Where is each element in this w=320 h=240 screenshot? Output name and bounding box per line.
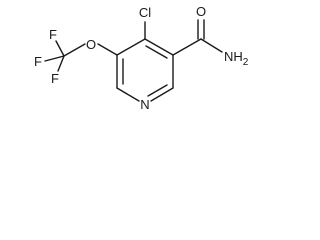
bond-c2-n (150, 87, 174, 102)
atom-n-ring-label: N (140, 97, 149, 112)
bond-o-cf3 (63, 43, 86, 57)
atom-cl-label: Cl (139, 5, 151, 20)
nh2-subscript: 2 (243, 57, 249, 68)
nh2-main-text: NH (224, 49, 243, 64)
bond-c3-camide (172, 38, 202, 56)
bond-cf3-f-top (55, 40, 65, 57)
bond-cf3-f-left (44, 55, 65, 62)
bond-c4-c5 (116, 38, 146, 56)
atom-nh2-label: NH2 (224, 49, 249, 68)
bond-camide-n (200, 38, 223, 53)
atom-f-left-label: F (34, 54, 42, 69)
bond-c6-n (116, 87, 140, 102)
bond-c4-c3-inner (145, 45, 168, 59)
bond-c2-n-inner (147, 84, 168, 97)
atom-f-bottom-label: F (51, 71, 59, 86)
bond-c4-c3 (144, 38, 174, 56)
atom-o-carbonyl-label: O (196, 4, 206, 19)
molecule-diagram: Cl O F F F O N NH2 (0, 0, 272, 138)
bond-cf3-f-bottom (57, 55, 65, 72)
structure-svg: Cl O F F F O N NH2 (34, 4, 249, 112)
atom-f-top-label: F (49, 27, 57, 42)
bond-c5-o (97, 43, 118, 56)
atom-o-ether-label: O (86, 37, 96, 52)
pyridine-ring (116, 38, 174, 102)
